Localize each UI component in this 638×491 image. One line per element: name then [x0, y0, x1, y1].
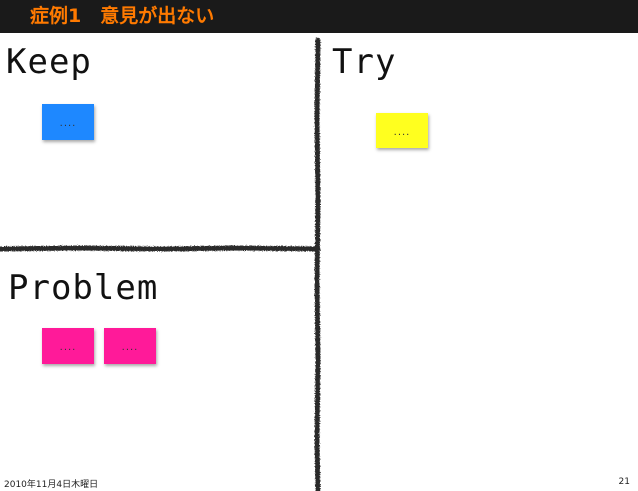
- slide-title: 症例1 意見が出ない: [30, 5, 215, 27]
- horizontal-divider-line: [0, 245, 321, 252]
- problem-sticky-note-2[interactable]: ....: [104, 328, 156, 364]
- section-keep-label: Keep: [6, 42, 92, 82]
- vertical-divider-line: [314, 37, 321, 491]
- sticky-note-text: ....: [59, 118, 77, 129]
- section-problem-label: Problem: [8, 268, 159, 308]
- slide-title-bar: 症例1 意見が出ない: [0, 0, 638, 33]
- page-number: 21: [618, 477, 630, 487]
- sticky-note-text: ....: [59, 342, 77, 353]
- sticky-note-text: ....: [393, 127, 411, 138]
- sticky-note-text: ....: [121, 342, 139, 353]
- footer-date: 2010年11月4日木曜日: [4, 480, 99, 490]
- try-sticky-note[interactable]: ....: [376, 113, 428, 148]
- problem-sticky-note-1[interactable]: ....: [42, 328, 94, 364]
- section-try-label: Try: [332, 42, 397, 82]
- keep-sticky-note[interactable]: ....: [42, 104, 94, 140]
